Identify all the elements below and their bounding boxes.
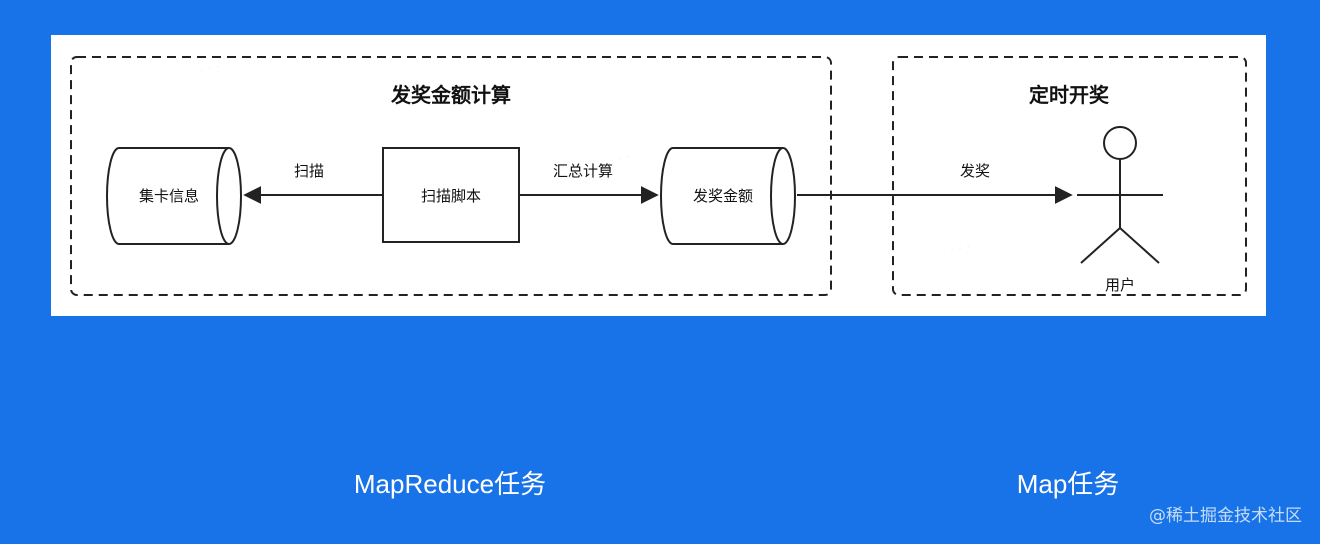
node-scan-script[interactable]: 扫描脚本 (382, 147, 520, 243)
edge-scan-label: 扫描 (294, 162, 324, 180)
group-frame-left (70, 56, 832, 296)
edge-aggregate-label: 汇总计算 (553, 162, 613, 180)
background-watermarks: · · · · · · · · · (199, 60, 972, 259)
svg-text:· · ·: · · · (609, 150, 632, 169)
group-title-left: 发奖金额计算 (390, 83, 511, 107)
edge-award-label: 发奖 (960, 162, 990, 180)
node-user[interactable]: 用户 (1077, 126, 1163, 294)
node-scan-script-label: 扫描脚本 (421, 187, 481, 205)
corner-watermark: @稀土掘金技术社区 (1149, 506, 1302, 526)
group-frame-right (892, 56, 1247, 296)
caption-map-task: Map任务 (1016, 469, 1120, 499)
diagram-svg: · · · · · · · · · 发奖金额计算 定时开奖 集卡信息 扫描脚本 … (70, 56, 1247, 296)
node-award-amount-label: 发奖金额 (693, 187, 753, 205)
edge-aggregate[interactable]: 汇总计算 (519, 162, 659, 204)
edge-award[interactable]: 发奖 (797, 162, 1073, 204)
node-award-amount[interactable]: 发奖金额 (660, 147, 796, 245)
node-card-info[interactable]: 集卡信息 (106, 147, 242, 245)
svg-text:· · ·: · · · (949, 240, 972, 259)
group-title-right: 定时开奖 (1029, 83, 1110, 107)
caption-mapreduce-task: MapReduce任务 (353, 469, 547, 499)
svg-text:· · ·: · · · (199, 60, 222, 79)
edge-scan[interactable]: 扫描 (243, 162, 383, 204)
diagram-canvas: · · · · · · · · · 发奖金额计算 定时开奖 集卡信息 扫描脚本 … (51, 35, 1266, 316)
node-card-info-label: 集卡信息 (139, 187, 199, 205)
node-user-label: 用户 (1105, 276, 1135, 294)
user-head (1103, 126, 1137, 160)
